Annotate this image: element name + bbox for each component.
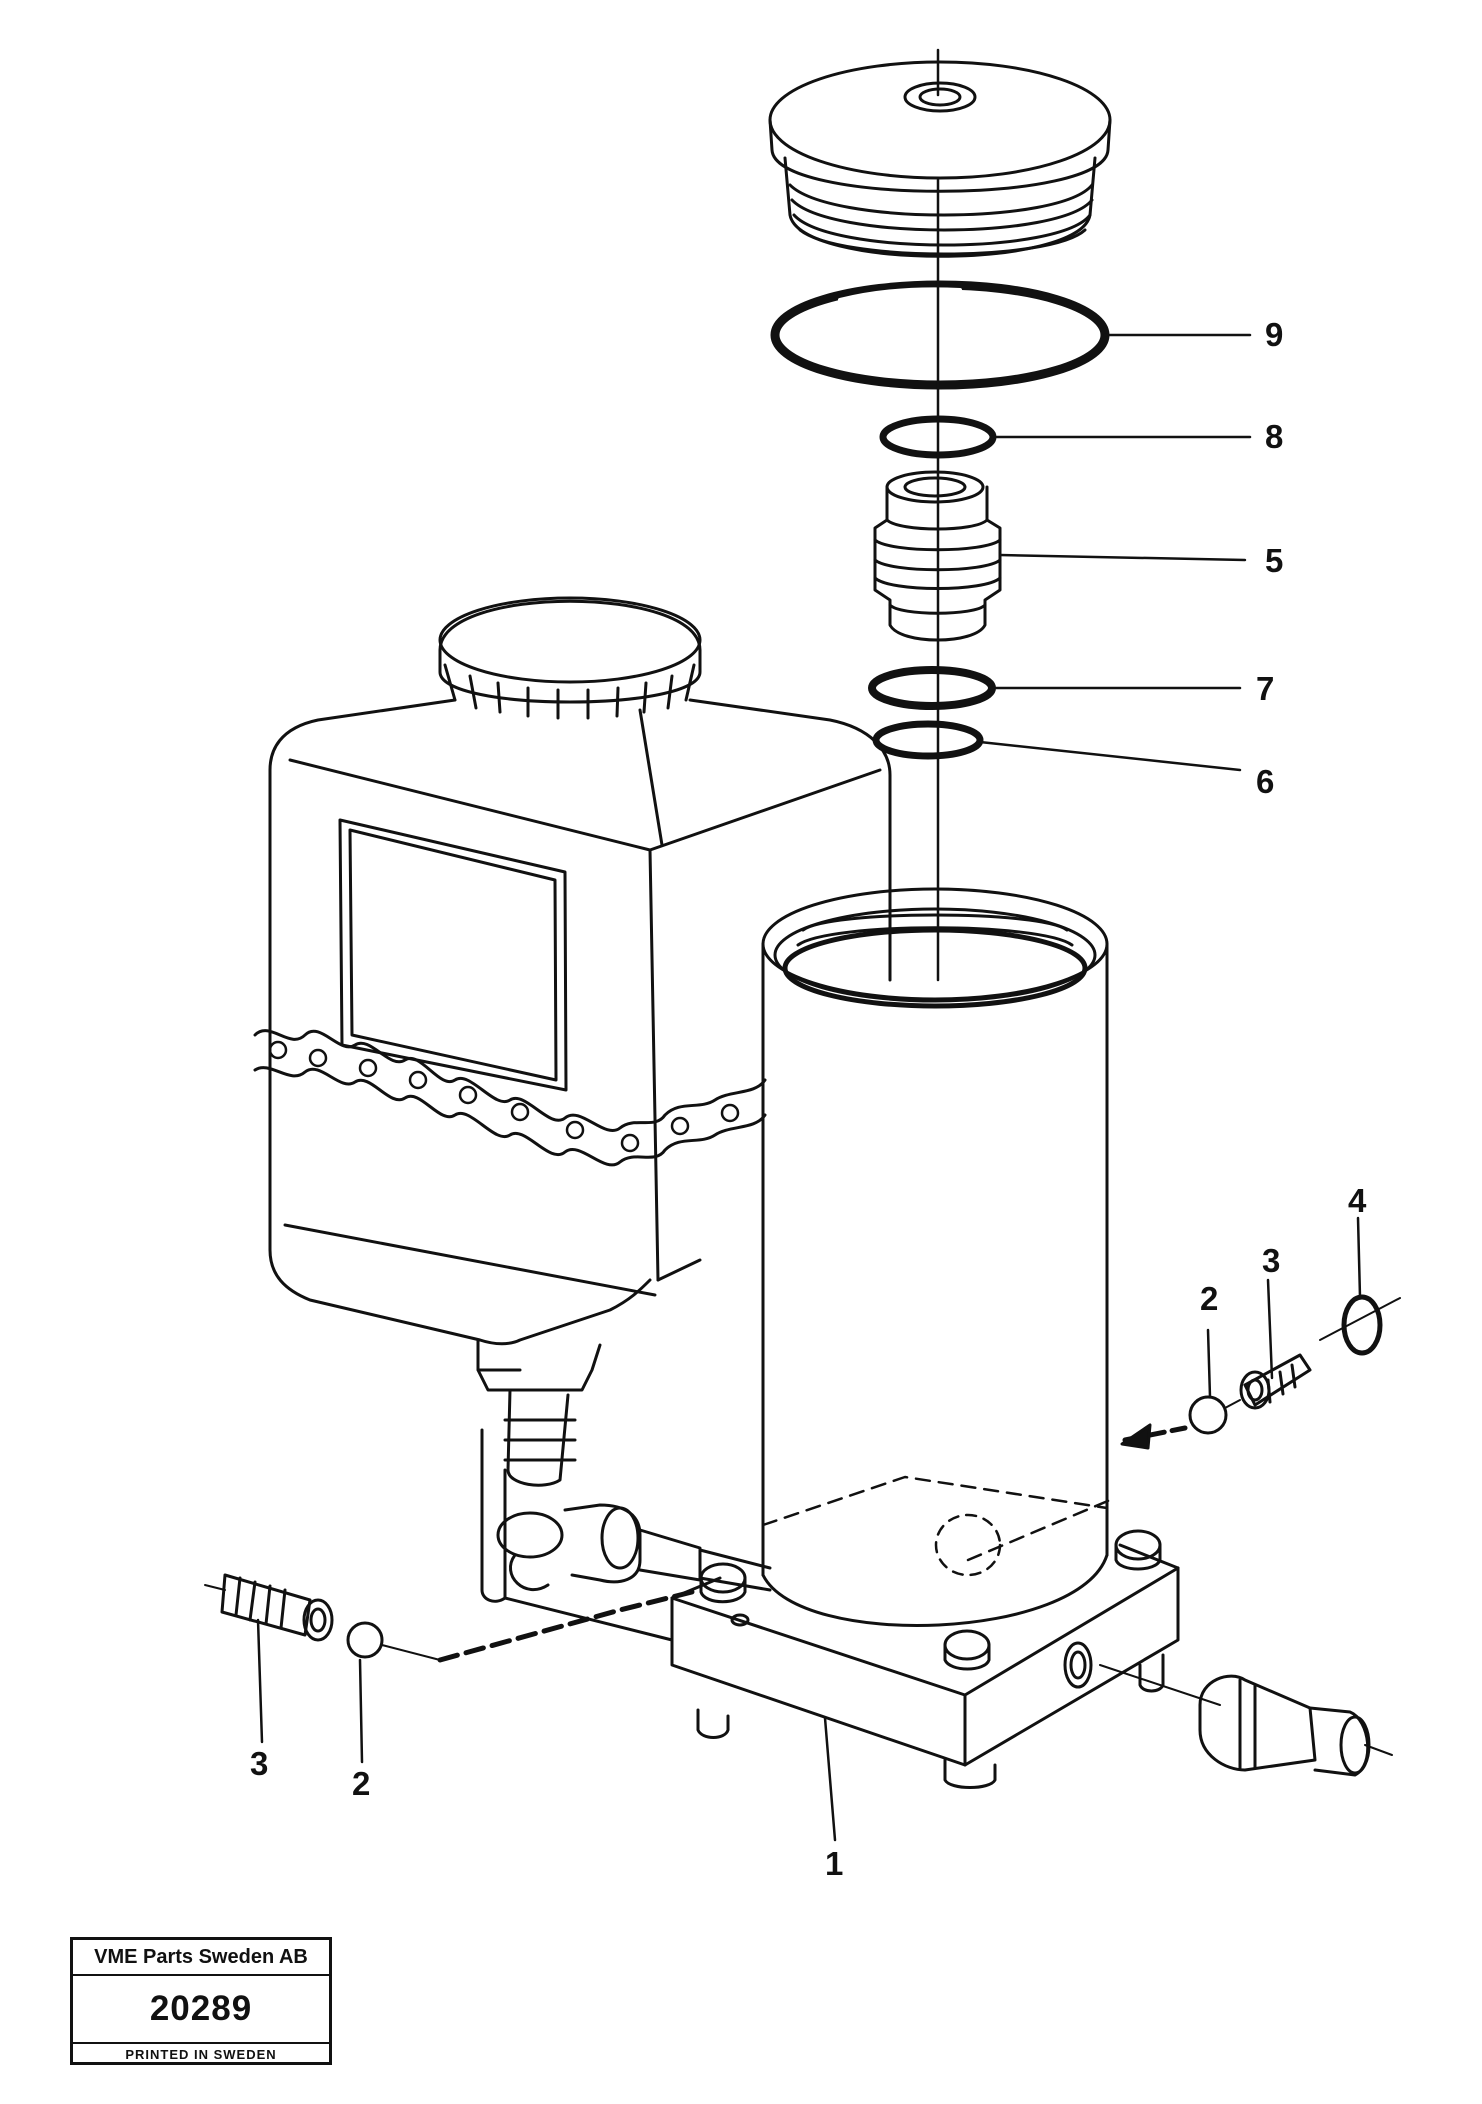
stamp-drawing-number: 20289 xyxy=(73,1976,329,2044)
callout-1: 1 xyxy=(825,1845,843,1882)
left-check-valve-parts xyxy=(204,1573,703,1663)
callout-3-right: 3 xyxy=(1262,1242,1280,1279)
callout-7: 7 xyxy=(1256,670,1274,707)
callout-8: 8 xyxy=(1265,418,1283,455)
stamp-company: VME Parts Sweden AB xyxy=(73,1940,329,1976)
callout-numbers: 9 8 5 7 6 4 3 2 1 3 2 xyxy=(250,316,1367,1882)
callout-6: 6 xyxy=(1256,763,1274,800)
o-ring-9 xyxy=(770,280,1110,390)
filter-lid xyxy=(768,60,1112,258)
o-ring-7 xyxy=(868,666,996,710)
filter-housing xyxy=(761,887,1112,1628)
o-ring-6 xyxy=(872,720,984,760)
callout-5: 5 xyxy=(1265,542,1283,579)
callout-4: 4 xyxy=(1348,1182,1367,1219)
filter-base-block xyxy=(503,1529,1180,1789)
callout-2-right: 2 xyxy=(1200,1280,1218,1317)
leader-lines xyxy=(256,333,1362,1842)
right-check-valve-parts xyxy=(1099,1294,1401,1777)
callout-9: 9 xyxy=(1265,316,1283,353)
stamp-printed-note: PRINTED IN SWEDEN xyxy=(125,2047,277,2062)
callout-3-left: 3 xyxy=(250,1745,268,1782)
callout-2-left: 2 xyxy=(352,1765,370,1802)
reservoir-bottle xyxy=(253,596,892,1603)
title-stamp: VME Parts Sweden AB 20289 PRINTED IN SWE… xyxy=(70,1937,332,2065)
